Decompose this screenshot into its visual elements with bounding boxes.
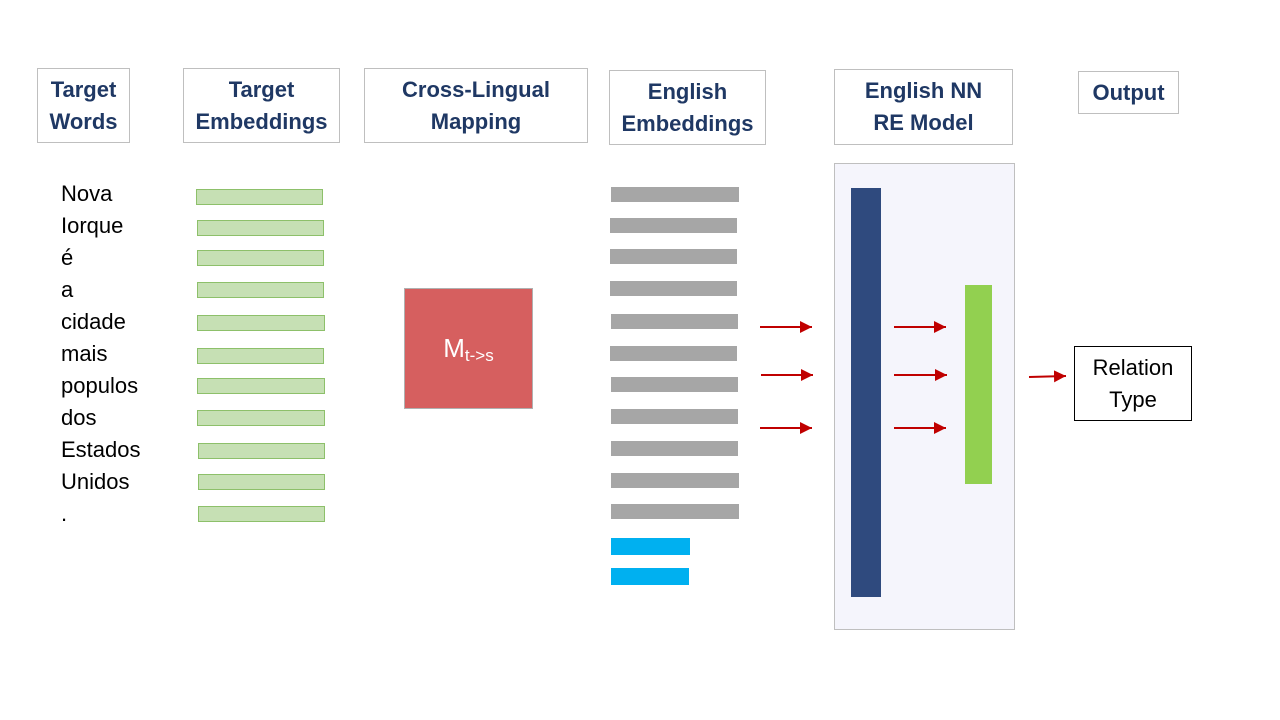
header-english-nn-re-model: English NN RE Model (834, 69, 1013, 145)
target-embedding-bar (197, 282, 324, 298)
english-embedding-bar (611, 441, 738, 456)
target-word: Unidos (61, 469, 130, 494)
header-output: Output (1078, 71, 1179, 114)
target-word: Iorque (61, 213, 124, 238)
model-hidden-layer (851, 188, 881, 597)
english-embedding-bar (611, 504, 739, 519)
relation-type-box: Relation Type (1074, 346, 1192, 421)
target-embedding-bar (198, 474, 325, 490)
english-embedding-bar (610, 281, 737, 296)
english-embedding-bar (611, 187, 739, 202)
header-cross-lingual-mapping: Cross-Lingual Mapping (364, 68, 588, 143)
position-embedding-bar (611, 568, 689, 585)
english-embedding-bar (611, 377, 738, 392)
target-word: . (61, 501, 68, 526)
target-embedding-bar (197, 378, 325, 394)
target-word: populos (61, 373, 139, 398)
target-word: Nova (61, 181, 113, 206)
target-word: dos (61, 405, 97, 430)
mapping-matrix: Mt->s (404, 288, 533, 409)
target-embedding-bar (197, 220, 324, 236)
mapping-matrix-label: Mt->s (443, 333, 494, 365)
target-embedding-bar (198, 506, 325, 522)
arrow-icon (1028, 370, 1067, 383)
target-embedding-bar (197, 410, 325, 426)
target-word: cidade (61, 309, 126, 334)
english-embedding-bar (611, 314, 738, 329)
position-embedding-bar (611, 538, 690, 555)
header-target-embeddings: Target Embeddings (183, 68, 340, 143)
english-embedding-bar (611, 409, 738, 424)
target-word: mais (61, 341, 108, 366)
target-embedding-bar (196, 189, 323, 205)
target-word: Estados (61, 437, 141, 462)
target-word: a (61, 277, 74, 302)
english-embedding-bar (611, 473, 739, 488)
target-word: é (61, 245, 74, 270)
target-embedding-bar (197, 250, 324, 266)
model-output-layer (965, 285, 992, 484)
english-embedding-bar (610, 346, 737, 361)
target-embedding-bar (198, 443, 325, 459)
header-target-words: Target Words (37, 68, 130, 143)
target-embedding-bar (197, 348, 324, 364)
english-embedding-bar (610, 218, 737, 233)
target-embedding-bar (197, 315, 325, 331)
header-english-embeddings: English Embeddings (609, 70, 766, 145)
english-embedding-bar (610, 249, 737, 264)
